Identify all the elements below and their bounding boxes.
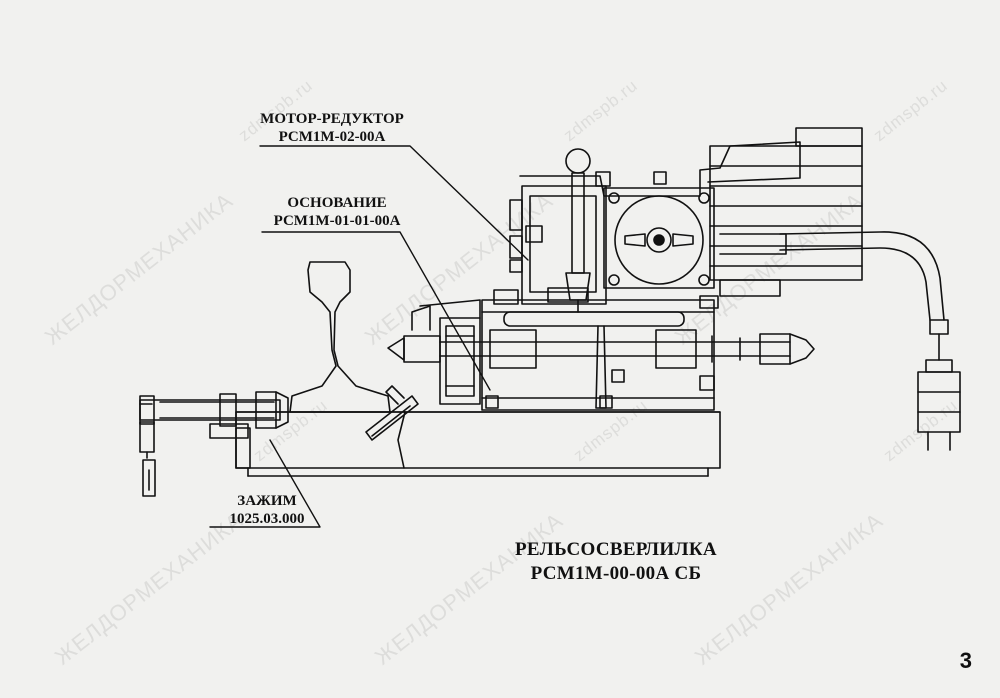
spindle-shaft xyxy=(387,329,815,369)
power-cable xyxy=(779,231,961,451)
page-number: 3 xyxy=(959,648,972,673)
motor-reducer-callout: МОТОР-РЕДУКТОР РСМ1М-02-00А xyxy=(242,112,422,145)
base-slab xyxy=(235,411,721,477)
drawing-title: РЕЛЬСОСВЕРЛИЛКА РСМ1М-00-00А СБ xyxy=(496,540,736,583)
lever-handle xyxy=(565,148,591,313)
motor-reducer-name: МОТОР-РЕДУКТОР xyxy=(260,111,404,127)
diagonal-strap xyxy=(365,385,419,441)
base-name: ОСНОВАНИЕ xyxy=(287,195,387,211)
left-bracket xyxy=(411,299,481,405)
drawing-title-line2: РСМ1М-00-00А СБ xyxy=(530,563,702,584)
clamp-callout: ЗАЖИМ 1025.03.000 xyxy=(212,494,322,527)
gearbox-body xyxy=(481,289,719,411)
clamp-code: 1025.03.000 xyxy=(229,511,305,527)
base-callout: ОСНОВАНИЕ РСМ1М-01-01-00А xyxy=(252,196,422,229)
rail-profile xyxy=(289,261,391,413)
motor-reducer-code: РСМ1М-02-00А xyxy=(278,129,386,145)
clamp-assembly xyxy=(139,391,289,497)
base-code: РСМ1М-01-01-00А xyxy=(273,213,401,229)
reducer-flange xyxy=(603,187,715,289)
motor-reducer-housing xyxy=(509,141,801,305)
drawing-title-line1: РЕЛЬСОСВЕРЛИЛКА xyxy=(515,539,717,560)
clamp-name: ЗАЖИМ xyxy=(237,493,297,509)
electric-motor xyxy=(709,127,863,297)
leader-lines xyxy=(209,145,529,528)
